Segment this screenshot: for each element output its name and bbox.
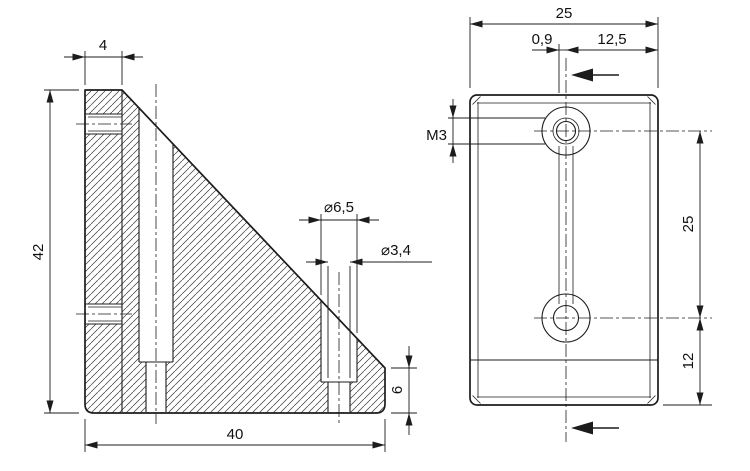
section-view-arrow-icon [571, 68, 619, 82]
dim-overall-height: 42 [30, 244, 47, 261]
front-view-centerlines [534, 58, 712, 442]
side-view-centerlines [76, 84, 340, 424]
side-view [76, 84, 386, 424]
right-through-hole-cutout [328, 382, 350, 412]
dim-lower-hole-to-bottom: 12 [680, 353, 697, 370]
front-view-outline [469, 94, 659, 406]
dim-slot-offset: 0,9 [532, 31, 553, 48]
dim-counterbore-diameter: ⌀6,5 [324, 199, 354, 216]
front-view-dimensions: 25 0,9 12,5 M3 25 12 [426, 5, 712, 406]
dim-plate-width: 25 [556, 5, 573, 22]
front-view [469, 58, 712, 442]
dim-hole-center-from-edge: 12,5 [597, 31, 626, 48]
dim-top-thickness: 4 [99, 37, 107, 54]
dim-hole-spacing: 25 [680, 216, 697, 233]
dim-thread-size: M3 [426, 127, 447, 144]
section-view-arrow-icon [571, 421, 619, 435]
dim-overall-width: 40 [227, 426, 244, 443]
dim-through-hole-diameter: ⌀3,4 [381, 242, 411, 259]
dim-flange-height: 6 [389, 386, 406, 394]
side-view-dimensions: 4 42 40 6 ⌀6,5 ⌀3,4 [30, 37, 432, 452]
side-view-outline [84, 89, 386, 414]
side-view-edges [85, 90, 358, 412]
front-view-edges [470, 96, 658, 404]
